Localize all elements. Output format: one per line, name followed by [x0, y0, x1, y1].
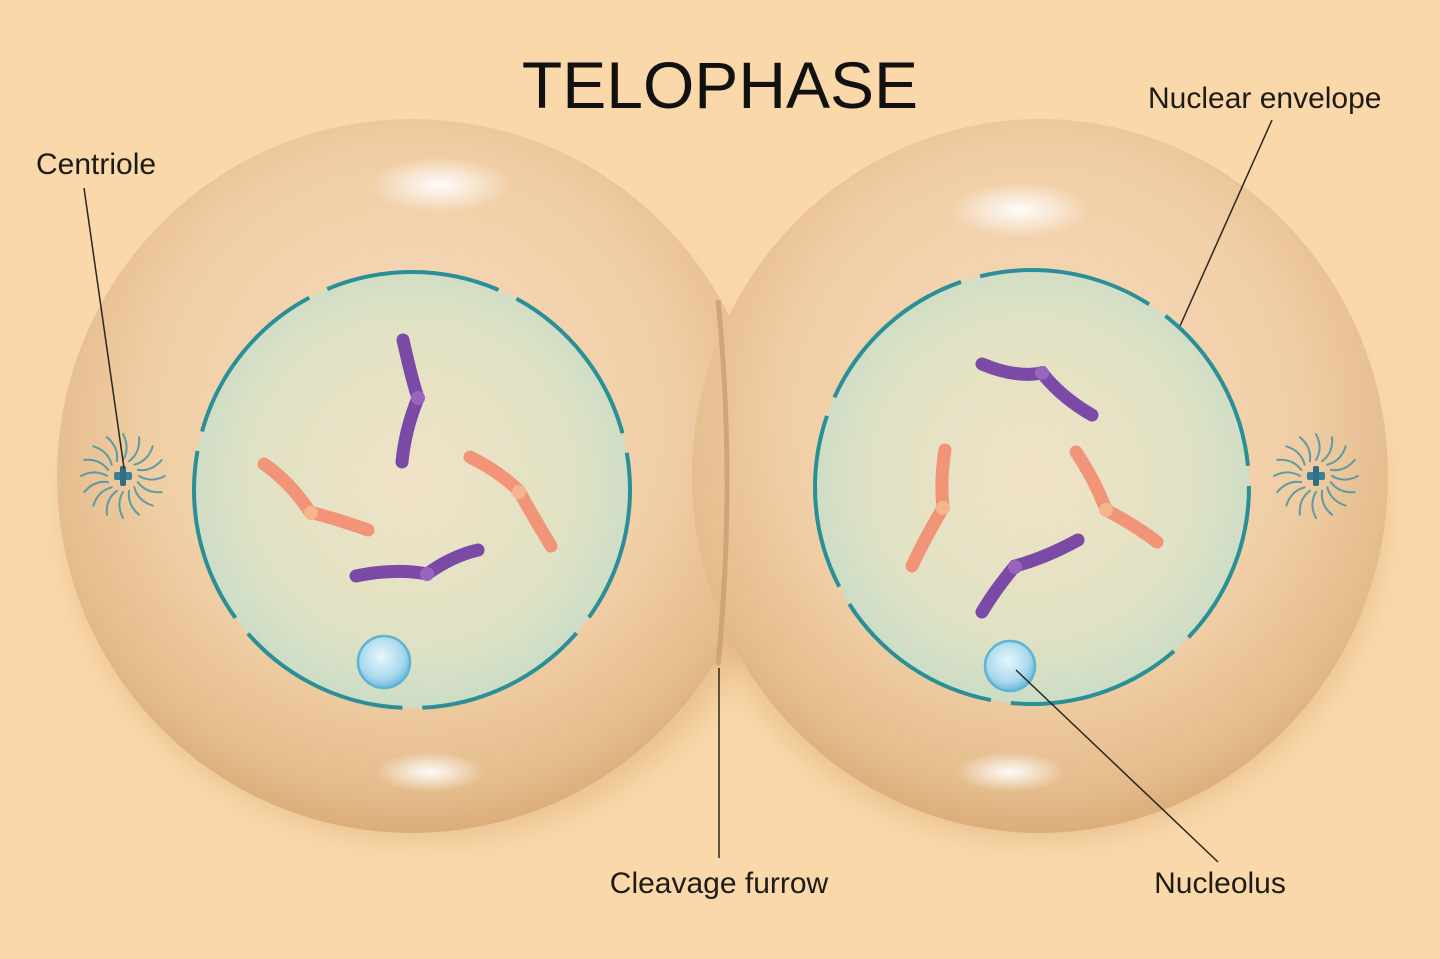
label-nuclear-envelope: Nuclear envelope — [1148, 82, 1381, 115]
aster-fiber — [1273, 471, 1301, 477]
aster-fiber — [1331, 475, 1359, 481]
aster-fiber — [1285, 486, 1306, 507]
aster-fiber — [122, 433, 128, 461]
aster-fiber — [83, 480, 110, 494]
left-chromosomes — [257, 333, 558, 583]
right-cell-highlight-top — [950, 182, 1090, 238]
right-chromosomes — [905, 357, 1164, 619]
left-nuclear-envelope — [192, 270, 632, 710]
aster-fiber — [92, 486, 113, 507]
right-nucleolus-sphere-icon — [983, 639, 1037, 693]
cleavage-furrow-crease — [715, 299, 730, 666]
right-nuclear-envelope — [813, 268, 1251, 706]
aster-fiber — [92, 445, 113, 466]
left-nucleus — [192, 270, 632, 710]
aster-fiber — [1315, 433, 1321, 461]
aster-fiber — [1298, 436, 1312, 463]
centriole-leader-line — [83, 187, 125, 469]
aster-fiber — [1276, 458, 1303, 471]
left-centriole-aster-icon — [80, 433, 166, 519]
aster-fiber — [1320, 489, 1334, 516]
aster-fiber — [133, 445, 154, 466]
aster-fiber — [105, 436, 119, 463]
diagram-title: TELOPHASE — [522, 48, 918, 122]
right-cell-highlight-bottom — [955, 752, 1065, 792]
right-centriole-aster-icon — [1273, 433, 1359, 519]
aster-fiber — [127, 489, 141, 516]
centriole-body — [1313, 466, 1319, 486]
aster-fiber — [80, 471, 108, 477]
aster-fiber — [83, 458, 110, 471]
aster-fiber — [133, 486, 154, 507]
aster-fiber — [1285, 445, 1306, 466]
aster-fiber — [1321, 436, 1334, 463]
aster-fiber — [1326, 445, 1347, 466]
aster-fiber — [128, 436, 141, 463]
aster-fiber — [105, 489, 118, 516]
aster-fiber — [136, 458, 163, 472]
aster-fiber — [1298, 489, 1311, 516]
aster-fiber — [118, 491, 124, 519]
left-cell-highlight-bottom — [375, 752, 485, 792]
left-nucleolus-sphere-icon — [356, 634, 412, 690]
nuclear-envelope-leader-line — [1179, 119, 1273, 327]
aster-fiber — [1329, 481, 1356, 494]
aster-fiber — [136, 481, 163, 494]
aster-fiber — [1276, 480, 1303, 494]
left-cell-highlight-top — [370, 157, 510, 213]
aster-fiber — [1311, 491, 1317, 519]
aster-fiber — [138, 475, 166, 481]
aster-fiber — [1326, 486, 1347, 507]
aster-fiber — [1329, 458, 1356, 472]
right-nucleus — [813, 268, 1251, 706]
centriole-body — [120, 466, 126, 486]
label-centriole: Centriole — [36, 148, 156, 181]
nucleolus-leader-line — [1015, 669, 1219, 863]
label-cleavage-furrow: Cleavage furrow — [610, 867, 829, 900]
label-nucleolus: Nucleolus — [1154, 867, 1286, 900]
